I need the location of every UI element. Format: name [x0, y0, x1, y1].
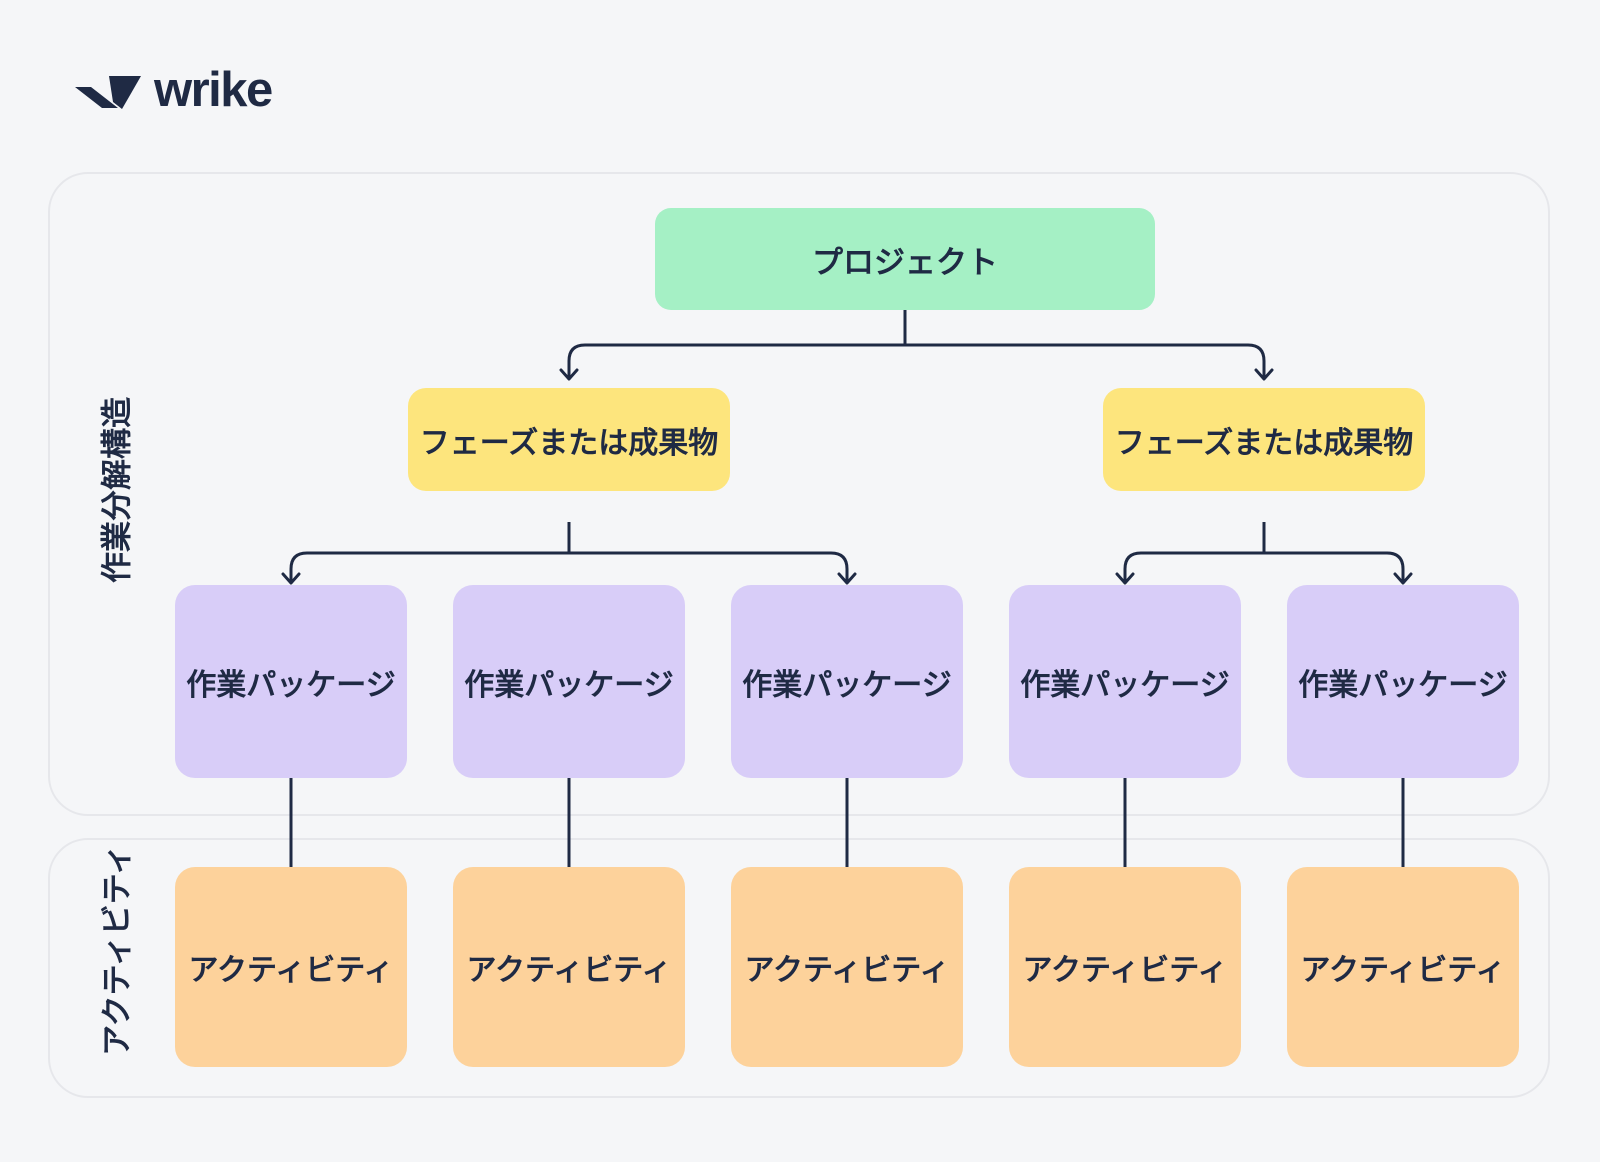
phase-node: フェーズまたは成果物	[1103, 388, 1425, 491]
work-package-node: 作業パッケージ	[453, 585, 685, 778]
activity-node: アクティビティ	[731, 867, 963, 1067]
wrike-wordmark: wrike	[154, 63, 273, 117]
activity-section-panel	[48, 838, 1550, 1098]
work-package-node: 作業パッケージ	[175, 585, 407, 778]
wbs-section-panel	[48, 172, 1550, 816]
activity-node: アクティビティ	[1287, 867, 1519, 1067]
work-package-node: 作業パッケージ	[1009, 585, 1241, 778]
wrike-logo: wrike	[75, 63, 273, 117]
activity-section-label: アクティビティ	[99, 844, 135, 1056]
activity-node: アクティビティ	[1009, 867, 1241, 1067]
phase-node: フェーズまたは成果物	[408, 388, 730, 491]
activity-node: アクティビティ	[453, 867, 685, 1067]
wbs-section-label: 作業分解構造	[99, 397, 135, 583]
project-node: プロジェクト	[655, 208, 1155, 310]
work-package-node: 作業パッケージ	[731, 585, 963, 778]
work-package-node: 作業パッケージ	[1287, 585, 1519, 778]
wrike-check-icon	[75, 76, 141, 110]
activity-node: アクティビティ	[175, 867, 407, 1067]
